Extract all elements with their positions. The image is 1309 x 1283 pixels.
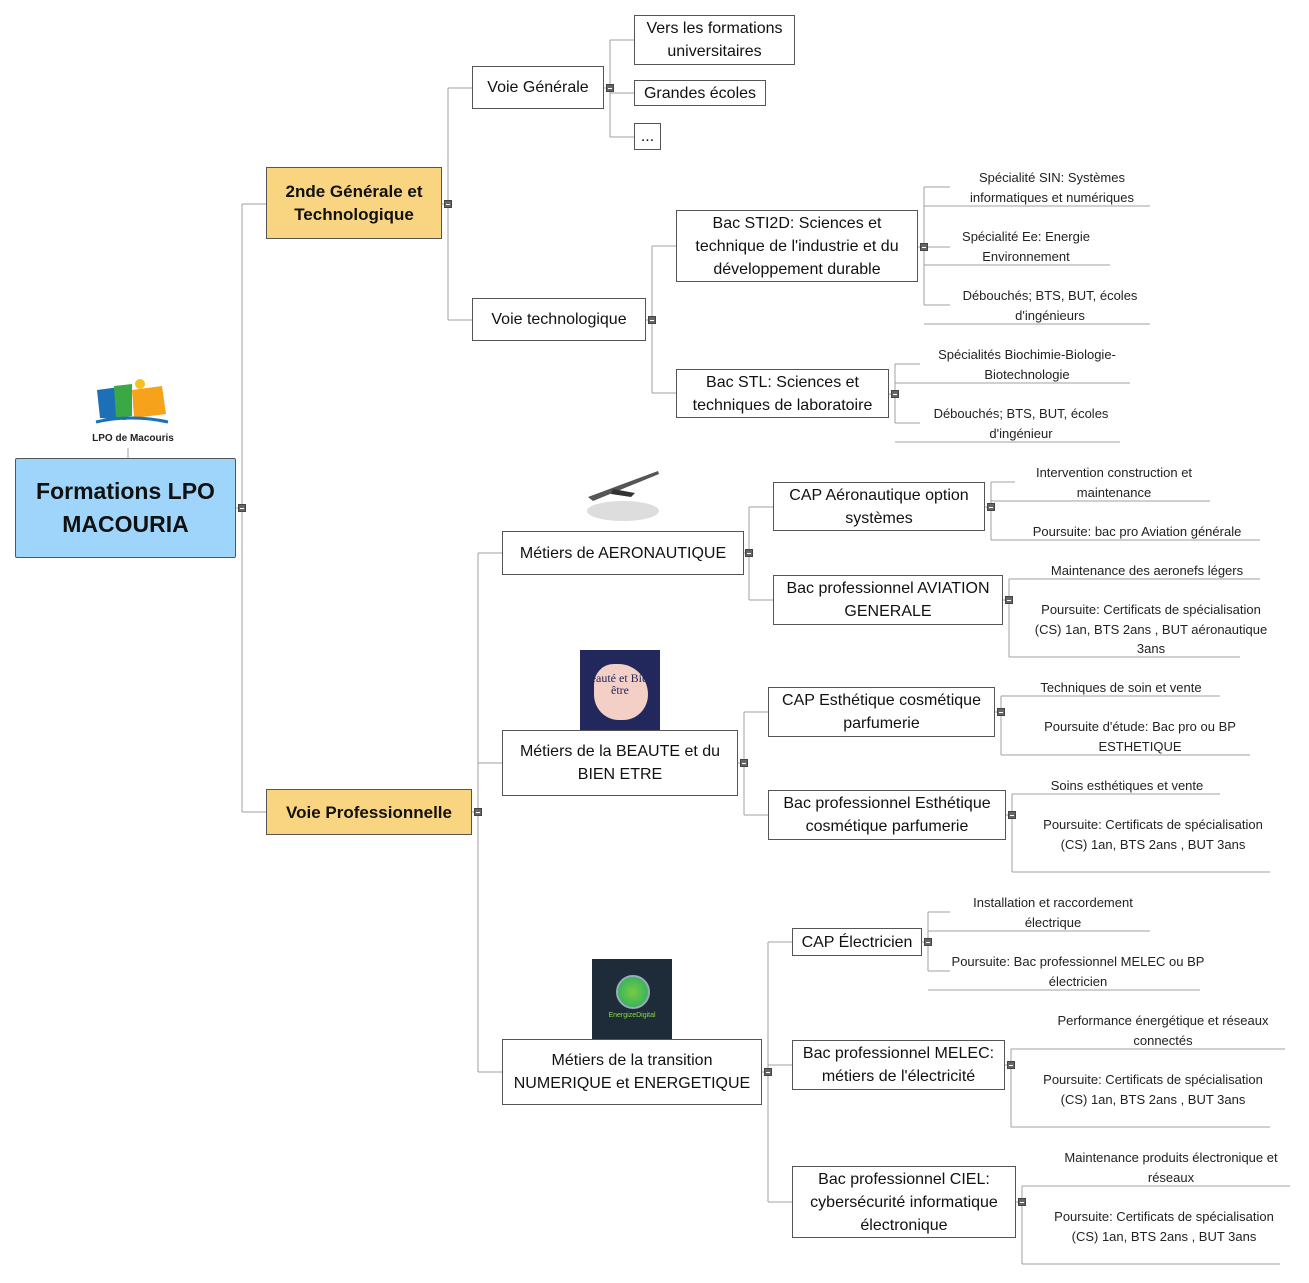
collapse-icon[interactable] xyxy=(238,504,246,512)
beaute-image-text: Beauté et Bien-être xyxy=(582,671,658,697)
collapse-icon[interactable] xyxy=(997,708,1005,716)
collapse-icon[interactable] xyxy=(444,200,452,208)
collapse-icon[interactable] xyxy=(920,243,928,251)
leaf[interactable]: Maintenance des aeronefs légers xyxy=(1050,563,1244,578)
node-grandes-ecoles[interactable]: Grandes écoles xyxy=(634,80,766,106)
collapse-icon[interactable] xyxy=(1008,811,1016,819)
energize-image-text: EnergizeDigital xyxy=(608,1012,656,1019)
node-cap-aeronautique[interactable]: CAP Aéronautique option systèmes xyxy=(773,482,985,531)
collapse-icon[interactable] xyxy=(1018,1198,1026,1206)
collapse-icon[interactable] xyxy=(745,549,753,557)
leaf[interactable]: Débouchés; BTS, BUT, écoles d'ingénieur xyxy=(933,406,1109,441)
logo-caption: LPO de Macouris xyxy=(92,433,174,444)
leaf[interactable]: Poursuite: Bac professionnel MELEC ou BP… xyxy=(951,954,1205,989)
collapse-icon[interactable] xyxy=(1005,596,1013,604)
leaf[interactable]: Performance énergétique et réseaux conne… xyxy=(1057,1013,1269,1048)
leaf[interactable]: Spécialités Biochimie-Biologie-Biotechno… xyxy=(938,347,1116,382)
collapse-icon[interactable] xyxy=(740,759,748,767)
leaf[interactable]: Poursuite: Certificats de spécialisation… xyxy=(1054,1209,1274,1244)
leaf[interactable]: Techniques de soin et vente xyxy=(1040,680,1202,695)
collapse-icon[interactable] xyxy=(474,808,482,816)
node-voie-generale[interactable]: Voie Générale xyxy=(472,66,604,109)
leaf[interactable]: Soins esthétiques et vente xyxy=(1050,778,1204,793)
root-node[interactable]: Formations LPO MACOURIA xyxy=(15,458,236,558)
collapse-icon[interactable] xyxy=(891,390,899,398)
leaf[interactable]: Poursuite: Certificats de spécialisation… xyxy=(1034,602,1268,656)
leaf[interactable]: Poursuite d'étude: Bac pro ou BP ESTHETI… xyxy=(1044,719,1236,754)
leaf[interactable]: Poursuite: Certificats de spécialisation… xyxy=(1043,1072,1263,1107)
node-2nde-generale-technologique[interactable]: 2nde Générale et Technologique xyxy=(266,167,442,239)
leaf[interactable]: Poursuite: Certificats de spécialisation… xyxy=(1043,817,1263,852)
collapse-icon[interactable] xyxy=(606,84,614,92)
collapse-icon[interactable] xyxy=(764,1068,772,1076)
node-cap-esthetique[interactable]: CAP Esthétique cosmétique parfumerie xyxy=(768,687,995,737)
node-formations-universitaires[interactable]: Vers les formations universitaires xyxy=(634,15,795,65)
node-bac-pro-ciel[interactable]: Bac professionnel CIEL: cybersécurité in… xyxy=(792,1166,1016,1238)
node-metiers-beaute[interactable]: Métiers de la BEAUTE et du BIEN ETRE xyxy=(502,730,738,796)
node-metiers-aeronautique[interactable]: Métiers de AERONAUTIQUE xyxy=(502,531,744,575)
leaf[interactable]: Maintenance produits électronique et rés… xyxy=(1064,1150,1278,1185)
collapse-icon[interactable] xyxy=(648,316,656,324)
leaf[interactable]: Spécialité SIN: Systèmes informatiques e… xyxy=(969,170,1135,205)
leaf[interactable]: Poursuite: bac pro Aviation générale xyxy=(1032,524,1242,539)
lpo-logo xyxy=(92,378,172,430)
node-bac-pro-esthetique[interactable]: Bac professionnel Esthétique cosmétique … xyxy=(768,790,1006,840)
node-voie-technologique[interactable]: Voie technologique xyxy=(472,298,646,341)
collapse-icon[interactable] xyxy=(924,938,932,946)
beaute-image: Beauté et Bien-être xyxy=(580,650,660,730)
energize-digital-image: EnergizeDigital xyxy=(592,959,672,1039)
collapse-icon[interactable] xyxy=(987,503,995,511)
node-bac-sti2d[interactable]: Bac STI2D: Sciences et technique de l'in… xyxy=(676,210,918,282)
node-bac-pro-aviation[interactable]: Bac professionnel AVIATION GENERALE xyxy=(773,575,1003,625)
leaf[interactable]: Intervention construction et maintenance xyxy=(1035,465,1193,500)
leaf[interactable]: Installation et raccordement électrique xyxy=(973,895,1133,930)
node-bac-pro-melec[interactable]: Bac professionnel MELEC: métiers de l'él… xyxy=(792,1040,1005,1090)
node-metiers-numerique-energetique[interactable]: Métiers de la transition NUMERIQUE et EN… xyxy=(502,1039,762,1105)
leaf[interactable]: Débouchés; BTS, BUT, écoles d'ingénieurs xyxy=(962,288,1138,323)
airplane-image xyxy=(583,467,663,527)
leaf[interactable]: Spécialité Ee: Energie Environnement xyxy=(962,229,1090,264)
node-voie-professionnelle[interactable]: Voie Professionnelle xyxy=(266,789,472,835)
node-ellipsis[interactable]: ... xyxy=(634,123,661,150)
collapse-icon[interactable] xyxy=(1007,1061,1015,1069)
node-cap-electricien[interactable]: CAP Électricien xyxy=(792,928,922,956)
node-bac-stl[interactable]: Bac STL: Sciences et techniques de labor… xyxy=(676,369,889,418)
